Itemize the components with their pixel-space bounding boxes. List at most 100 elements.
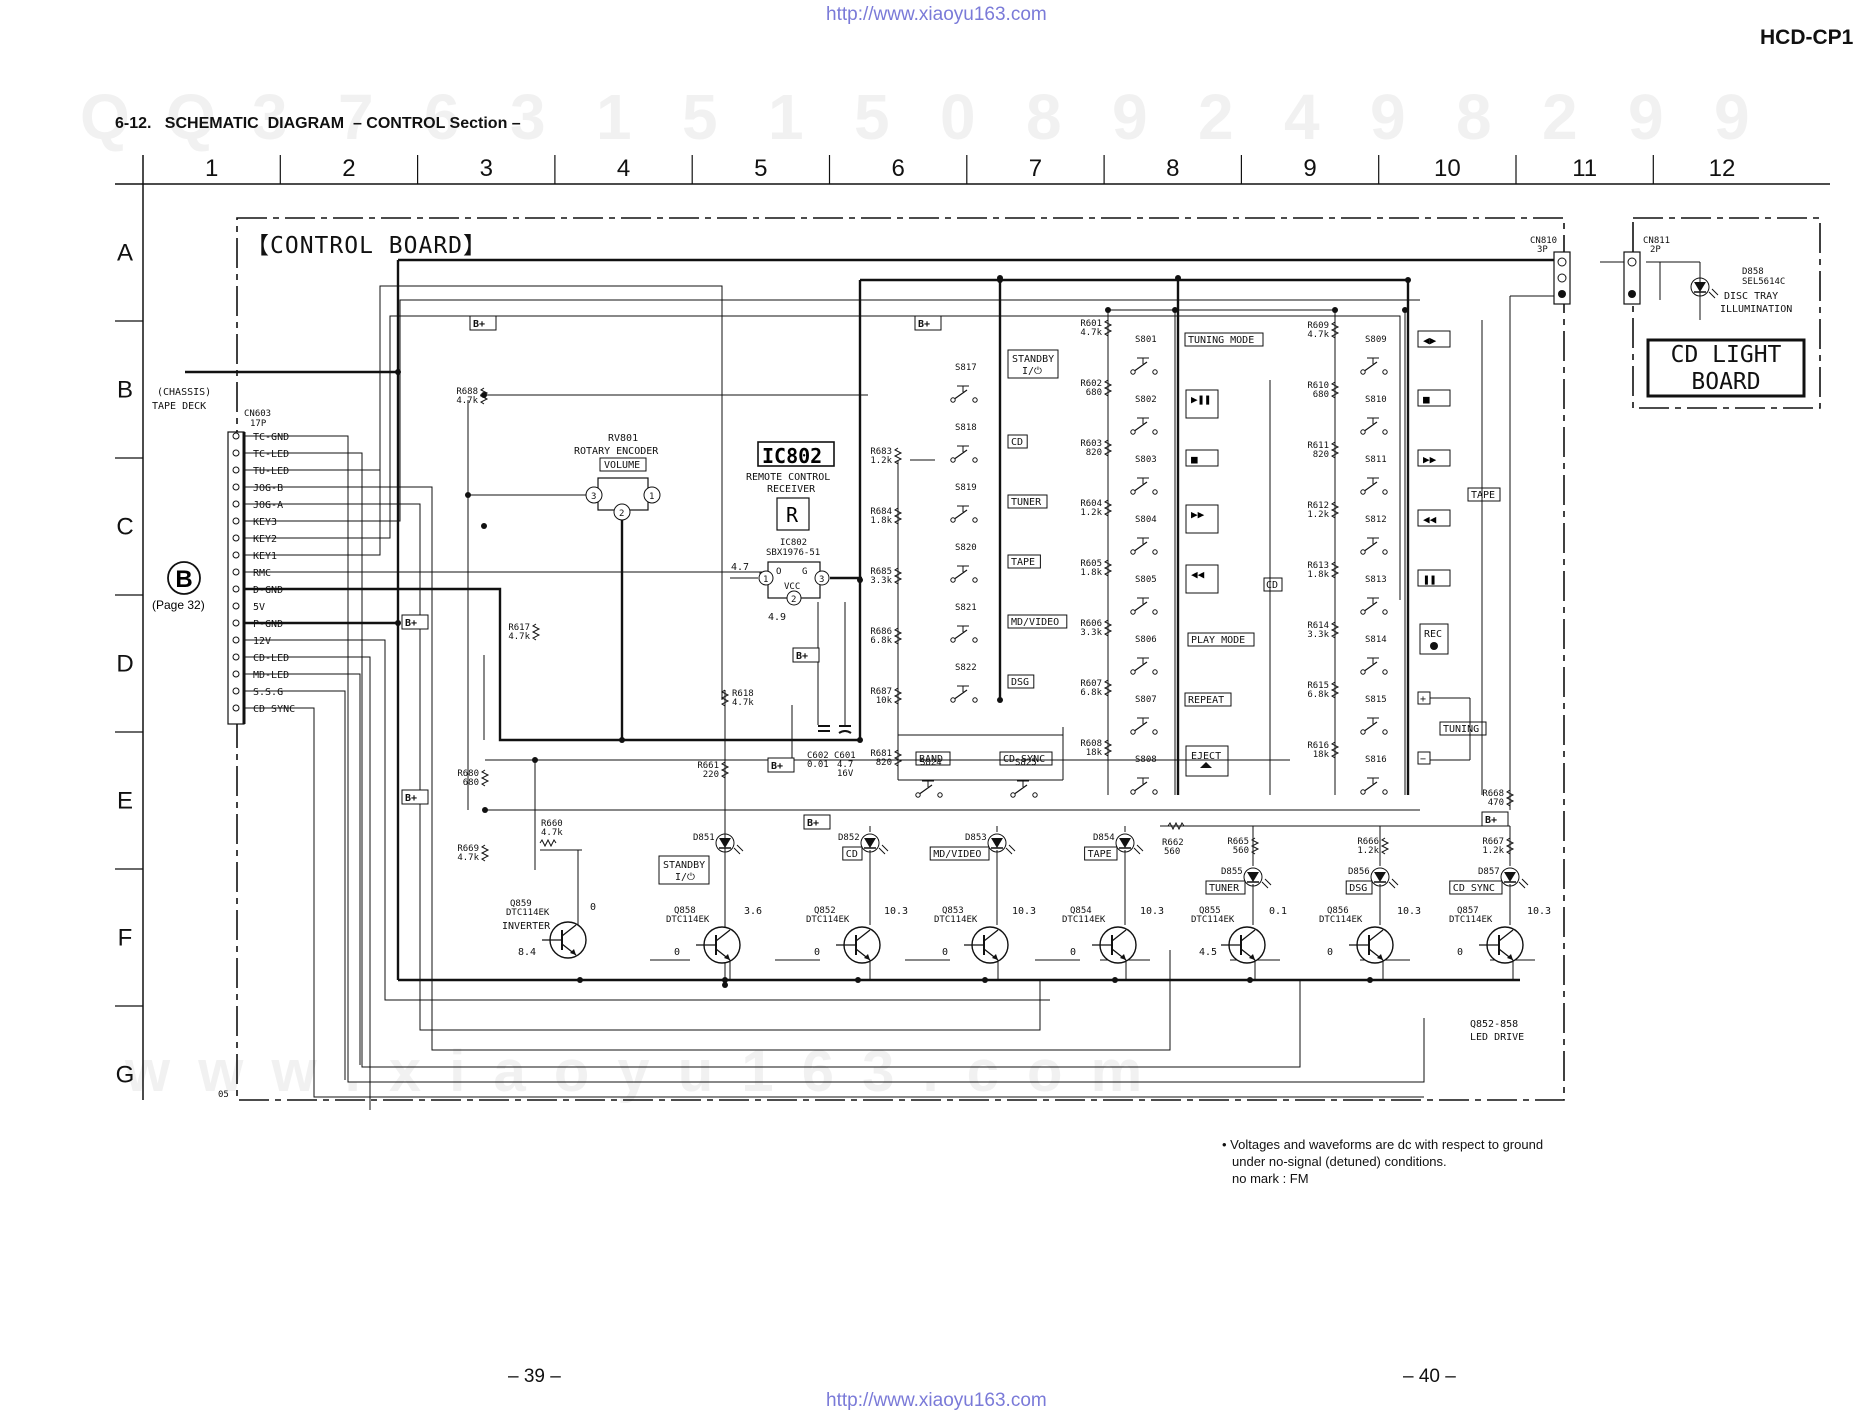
resistor-ref: R608 — [1080, 739, 1102, 749]
stop-icon-box — [1185, 449, 1219, 467]
bplus-box — [792, 647, 820, 663]
resistor-value: 220 — [703, 770, 719, 780]
resistor-value: 4.7k — [457, 853, 479, 863]
cn603-signal: TU-LED — [253, 466, 289, 477]
b-ref-letter[interactable]: B — [175, 566, 192, 593]
cn603-signal: 12V — [253, 636, 271, 647]
switch-ref: S808 — [1135, 755, 1157, 765]
transistor-ref: Q854 — [1070, 906, 1092, 916]
rv801-volume: VOLUME — [604, 460, 640, 471]
led-ref: D854 — [1093, 833, 1115, 843]
cn603-pin — [232, 551, 240, 559]
switch-ref: S816 — [1365, 755, 1387, 765]
cn603-pin — [232, 687, 240, 695]
cn603-pin — [232, 449, 240, 457]
resistor-value: 1.2k — [1080, 508, 1102, 518]
transistor-base-volt: 0 — [674, 947, 680, 958]
resistor-value: 1.2k — [1482, 846, 1504, 856]
q859-volt-c: 0 — [590, 902, 596, 913]
q859-ref: Q859 — [510, 899, 532, 909]
led-label-box — [1205, 880, 1246, 895]
junction-dot — [465, 492, 471, 498]
transistor-icon — [695, 926, 741, 964]
bplus-box — [1481, 811, 1509, 827]
ic802-part-no: SBX1976-51 — [766, 548, 820, 558]
switch-label-box — [1184, 692, 1232, 707]
switch-symbol — [1360, 357, 1388, 375]
switch-symbol — [950, 505, 978, 523]
watermark-digit: 9 — [1112, 81, 1148, 153]
footer-url[interactable]: http://www.xiaoyu163.com — [826, 1390, 1047, 1411]
switch-ref: S809 — [1365, 335, 1387, 345]
resistor-ref: R680 — [457, 769, 479, 779]
switch-symbol — [950, 565, 978, 583]
diagram-title: 6-12. SCHEMATIC DIAGRAM – CONTROL Sectio… — [115, 115, 521, 132]
switch-ref: S813 — [1365, 575, 1387, 585]
watermark-digit: 1 — [768, 81, 804, 153]
resistor-symbol — [539, 839, 557, 847]
cn810-connector: CN810 3P — [1530, 236, 1571, 305]
eject-label: EJECT — [1191, 751, 1221, 762]
fast-forward-icon: ▶▶ — [1423, 453, 1437, 466]
rewind-icon: ◀◀ — [1423, 513, 1437, 526]
switch-ref: S820 — [955, 543, 977, 553]
svg-text:R: R — [786, 503, 799, 527]
cn603-signal: S.S.G — [253, 687, 283, 698]
watermark-digit: Q — [80, 81, 130, 153]
transistor-part: DTC114EK — [1191, 915, 1235, 925]
rec-box — [1419, 623, 1449, 655]
header-url[interactable]: http://www.xiaoyu163.com — [826, 4, 1047, 25]
led-drivers: D851STANDBYI/⏻D852CDD853MD/VIDEOD854TAPE… — [658, 826, 1551, 980]
resistor-value: 1.2k — [1307, 510, 1329, 520]
bplus-label: B+ — [807, 818, 819, 829]
resistor-ref: R617 — [508, 623, 530, 633]
junctions — [395, 275, 1411, 988]
switch-symbol — [1360, 417, 1388, 435]
switch-label: TAPE — [1011, 557, 1035, 568]
grid-col-12: 12 — [1709, 155, 1736, 182]
switch-symbol — [1130, 357, 1158, 375]
transistor-part: DTC114EK — [934, 915, 978, 925]
grid-row-G: G — [116, 1062, 135, 1089]
b-ref-circle[interactable] — [167, 561, 201, 595]
led-icon — [1243, 867, 1272, 889]
cn603-pins: 17P — [250, 419, 267, 429]
transistor-icon — [963, 926, 1009, 964]
switch-ref: S818 — [955, 423, 977, 433]
junction-dot — [997, 697, 1003, 703]
transistor-part: DTC114EK — [806, 915, 850, 925]
svg-text:3: 3 — [591, 492, 596, 502]
resistor-value: 10k — [876, 696, 893, 706]
resistor-ref: R606 — [1080, 619, 1102, 629]
watermark-digit: 9 — [1628, 81, 1664, 153]
bplus-box — [767, 757, 795, 773]
switch-symbol — [1360, 777, 1388, 795]
resistor-value: 4.7k — [1307, 330, 1329, 340]
resistor-ref: R686 — [870, 627, 892, 637]
b-ref-page[interactable]: (Page 32) — [152, 598, 205, 612]
standby-box — [1007, 349, 1059, 379]
bplus-label: B+ — [473, 319, 485, 330]
resistor-value: 560 — [1233, 846, 1249, 856]
cn603-signal: KEY2 — [253, 534, 277, 545]
c601-val: 4.7 — [837, 760, 853, 770]
stop-icon: ■ — [1191, 453, 1198, 466]
voltage-notes: • Voltages and waveforms are dc with res… — [1222, 1136, 1543, 1187]
resistor-value: 1.2k — [1357, 846, 1379, 856]
next-icon-box — [1185, 504, 1219, 534]
q859-volt-b: 8.4 — [518, 947, 536, 958]
resistor-ref: R661 — [697, 761, 719, 771]
resistor-ref: R669 — [457, 844, 479, 854]
resistor-value: 4.7k — [508, 632, 530, 642]
transistor-part: DTC114EK — [1319, 915, 1363, 925]
cn811-pins: 2P — [1650, 245, 1661, 255]
resistor-value: 4.7k — [541, 828, 563, 838]
junction-dot — [1247, 977, 1253, 983]
cn603-pin — [232, 517, 240, 525]
resistor-ref: R666 — [1357, 837, 1379, 847]
switch-ref: S821 — [955, 603, 977, 613]
q859-part: DTC114EK — [506, 908, 550, 918]
play-pause-icon-box — [1185, 389, 1219, 419]
resistor-value: 4.7k — [732, 698, 754, 708]
resistor-value: 1.2k — [870, 456, 892, 466]
